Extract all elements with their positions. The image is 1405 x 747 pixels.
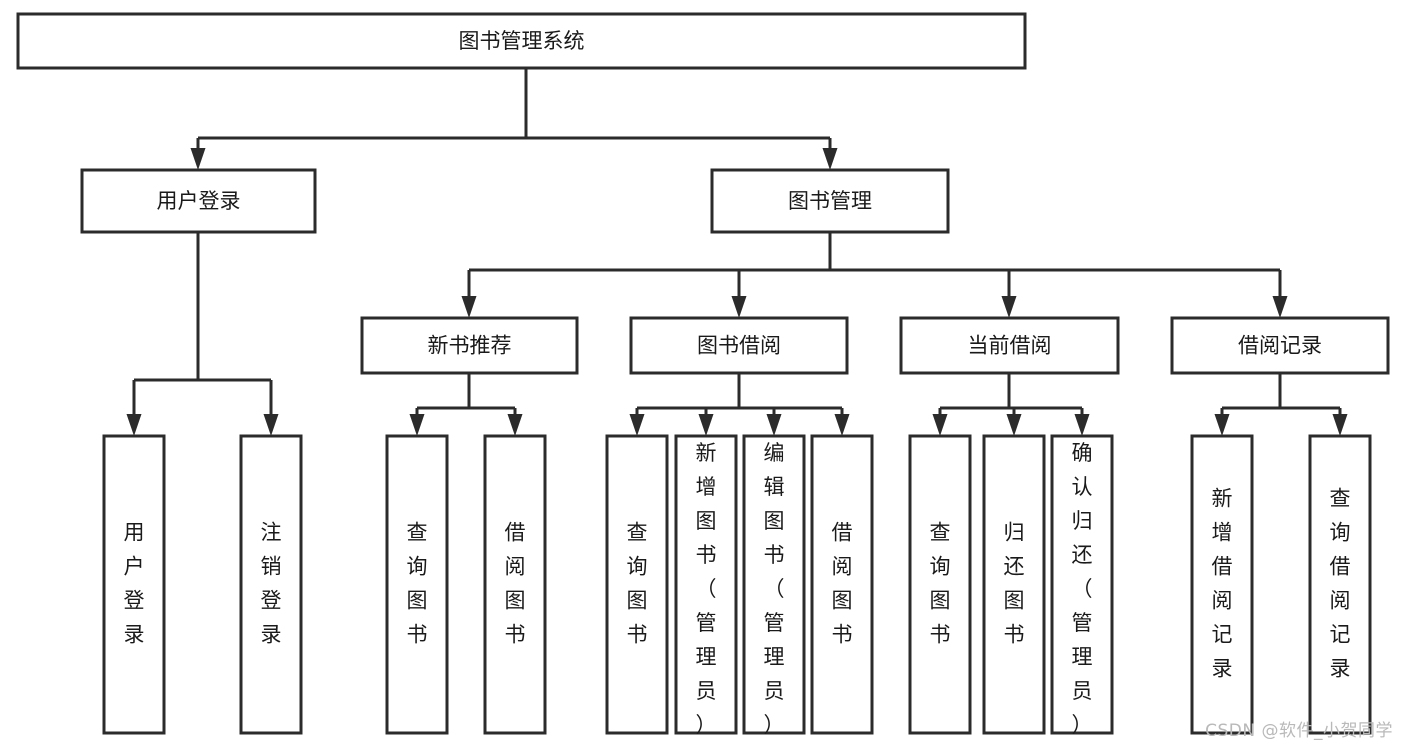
node-box[interactable] [674, 434, 738, 735]
connector-current [932, 373, 1090, 436]
arrowhead-icon [126, 414, 142, 436]
node-label: 借阅记录 [1238, 334, 1322, 358]
node-label: 查询借阅记录 [1330, 487, 1351, 681]
node-label: 借阅图书 [832, 521, 853, 647]
node-box[interactable] [1170, 316, 1390, 375]
node-box[interactable] [710, 168, 950, 234]
connector-login [126, 232, 279, 436]
node-box[interactable] [1050, 434, 1114, 735]
arrowhead-icon [507, 414, 523, 436]
node-leaf-cur-confirm[interactable]: 确认归还（管理员） [1050, 434, 1114, 737]
arrowhead-icon [1006, 414, 1022, 436]
node-label: 当前借阅 [968, 334, 1052, 358]
connector-root [190, 68, 838, 170]
node-current[interactable]: 当前借阅 [899, 316, 1120, 375]
arrowhead-icon [263, 414, 279, 436]
node-box[interactable] [1308, 434, 1372, 735]
node-leaf-rec-add[interactable]: 新增借阅记录 [1190, 434, 1254, 735]
node-leaf-new-query[interactable]: 查询图书 [385, 434, 449, 735]
node-box[interactable] [385, 434, 449, 735]
node-box[interactable] [16, 12, 1027, 70]
node-box[interactable] [982, 434, 1046, 735]
connector-newbook [409, 373, 523, 436]
arrowhead-icon [766, 414, 782, 436]
node-box[interactable] [810, 434, 874, 735]
node-leaf-user-login[interactable]: 用户登录 [102, 434, 166, 735]
node-leaf-user-logout[interactable]: 注销登录 [239, 434, 303, 735]
node-records[interactable]: 借阅记录 [1170, 316, 1390, 375]
node-box[interactable] [80, 168, 317, 234]
connector-records [1214, 373, 1348, 436]
node-label: 用户登录 [157, 189, 241, 213]
connector-bookmgmt [461, 232, 1288, 318]
node-box[interactable] [742, 434, 806, 735]
arrowhead-icon [190, 148, 206, 170]
node-label: 查询图书 [627, 521, 648, 647]
node-leaf-bq-edit[interactable]: 编辑图书（管理员） [742, 434, 806, 737]
node-leaf-bq-add[interactable]: 新增图书（管理员） [674, 434, 738, 737]
node-login[interactable]: 用户登录 [80, 168, 317, 234]
arrowhead-icon [1214, 414, 1230, 436]
node-box[interactable] [629, 316, 849, 375]
node-label: 确认归还（管理员） [1072, 441, 1093, 737]
arrowhead-icon [1272, 296, 1288, 318]
node-root[interactable]: 图书管理系统 [16, 12, 1027, 70]
node-bookmgmt[interactable]: 图书管理 [710, 168, 950, 234]
node-box[interactable] [908, 434, 972, 735]
arrowhead-icon [822, 148, 838, 170]
node-leaf-cur-return[interactable]: 归还图书 [982, 434, 1046, 735]
node-box[interactable] [605, 434, 669, 735]
node-leaf-bq-query[interactable]: 查询图书 [605, 434, 669, 735]
node-label: 图书管理系统 [459, 29, 585, 53]
node-box[interactable] [899, 316, 1120, 375]
node-box[interactable] [360, 316, 579, 375]
arrowhead-icon [731, 296, 747, 318]
node-label: 新增图书（管理员） [696, 441, 717, 737]
watermark-text: CSDN @软件_小贺同学 [1205, 721, 1393, 741]
arrowhead-icon [1332, 414, 1348, 436]
node-newbook[interactable]: 新书推荐 [360, 316, 579, 375]
arrowhead-icon [1001, 296, 1017, 318]
node-label: 图书管理 [788, 189, 872, 213]
node-label: 查询图书 [407, 521, 428, 647]
node-box[interactable] [239, 434, 303, 735]
arrowhead-icon [629, 414, 645, 436]
node-label: 用户登录 [124, 521, 145, 647]
node-label: 编辑图书（管理员） [764, 441, 785, 737]
arrowhead-icon [698, 414, 714, 436]
arrowhead-icon [461, 296, 477, 318]
arrowhead-icon [409, 414, 425, 436]
node-box[interactable] [102, 434, 166, 735]
node-box[interactable] [483, 434, 547, 735]
node-borrow[interactable]: 图书借阅 [629, 316, 849, 375]
node-label: 查询图书 [930, 521, 951, 647]
connector-borrow [629, 373, 850, 436]
node-leaf-cur-query[interactable]: 查询图书 [908, 434, 972, 735]
connectors-layer [126, 68, 1348, 436]
arrowhead-icon [1074, 414, 1090, 436]
arrowhead-icon [932, 414, 948, 436]
node-label: 注销登录 [261, 521, 282, 647]
node-label: 归还图书 [1004, 521, 1025, 647]
node-label: 借阅图书 [505, 521, 526, 647]
node-label: 新书推荐 [428, 334, 512, 358]
node-label: 新增借阅记录 [1212, 487, 1233, 681]
node-box[interactable] [1190, 434, 1254, 735]
node-leaf-new-borrow[interactable]: 借阅图书 [483, 434, 547, 735]
node-label: 图书借阅 [697, 334, 781, 358]
node-leaf-bq-borrow[interactable]: 借阅图书 [810, 434, 874, 735]
arrowhead-icon [834, 414, 850, 436]
nodes-layer: 图书管理系统用户登录图书管理新书推荐图书借阅当前借阅借阅记录用户登录注销登录查询… [16, 12, 1390, 737]
node-leaf-rec-query[interactable]: 查询借阅记录 [1308, 434, 1372, 735]
